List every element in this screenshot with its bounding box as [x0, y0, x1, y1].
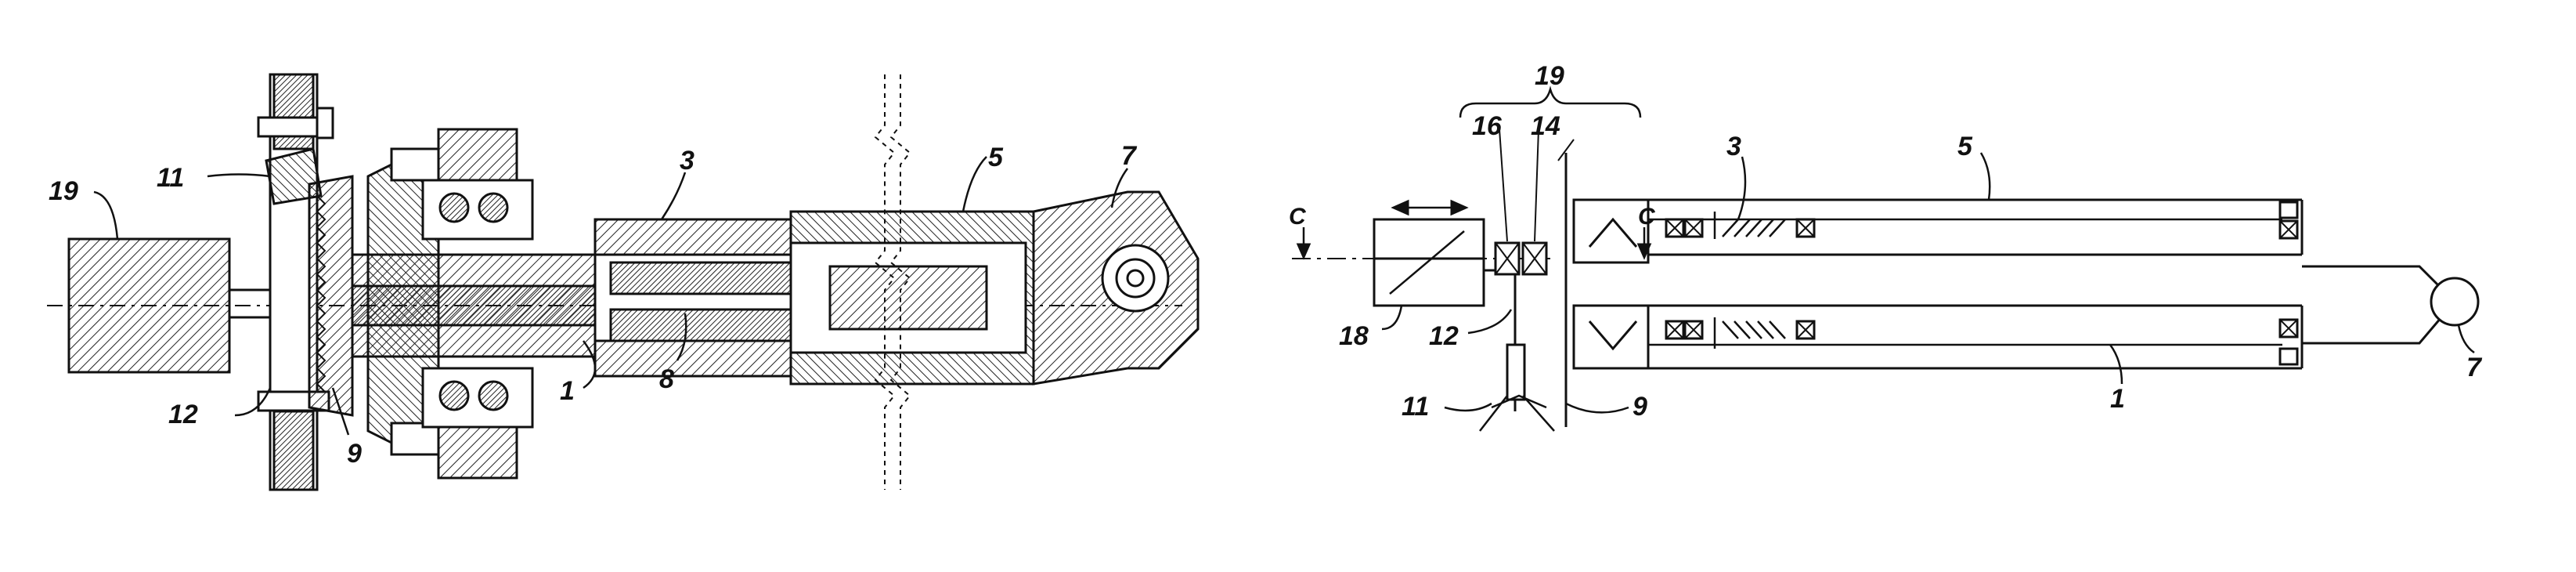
r-label-9: 9: [1633, 392, 1647, 422]
crown-gear: [309, 176, 352, 415]
r-leader-12: [1468, 310, 1511, 333]
label-8: 8: [659, 364, 674, 394]
ball-bearing-3: [440, 382, 468, 410]
c-arrowhead-left: [1298, 244, 1309, 257]
r-label-1: 1: [2110, 384, 2125, 414]
r-label-18: 18: [1339, 321, 1369, 351]
r-label-19: 19: [1535, 61, 1564, 91]
label-19: 19: [49, 176, 78, 206]
gear-11-symbol: [1480, 396, 1554, 431]
r-label-5: 5: [1957, 132, 1973, 161]
r-label-14: 14: [1531, 111, 1560, 141]
r-label-3: 3: [1726, 132, 1741, 161]
label-11: 11: [157, 163, 184, 193]
ball-bearing-4: [479, 382, 507, 410]
housing-flange-top: [391, 149, 438, 180]
r-leader-7: [2459, 325, 2474, 353]
left-figure: [47, 74, 1198, 490]
right-figure: [1292, 89, 2478, 431]
arrow-right: [1452, 201, 1466, 214]
gear-teeth-top: [274, 74, 313, 149]
label-1: 1: [560, 376, 575, 406]
r-leader-18: [1382, 306, 1402, 329]
r-leader-5: [1981, 153, 1990, 200]
top-nut: [317, 108, 333, 138]
rod-inner: [830, 266, 987, 329]
r-leader-3: [1738, 157, 1745, 219]
upper-end-bearing: [2280, 202, 2297, 218]
gear-teeth-bottom: [274, 411, 313, 490]
ball-bearing-1: [440, 194, 468, 222]
upper-screw-hatch: [1723, 219, 1785, 237]
lower-screw-hatch: [1723, 321, 1785, 338]
arrow-left: [1394, 201, 1408, 214]
screw-shaft-core: [352, 286, 611, 325]
r-leader-11: [1445, 404, 1492, 411]
nut: [611, 262, 791, 294]
leader-3: [662, 172, 685, 219]
r-label-c-left: C: [1289, 204, 1307, 230]
r-label-16: 16: [1472, 111, 1503, 141]
leader-11: [207, 175, 270, 177]
nut-lower: [611, 310, 791, 341]
label-12: 12: [168, 400, 198, 429]
r-label-11: 11: [1402, 392, 1429, 422]
leader-19: [94, 192, 117, 239]
end-eye-pin: [1127, 270, 1143, 286]
leader-14: [1535, 129, 1539, 241]
r-label-7: 7: [2466, 353, 2483, 382]
label-3: 3: [680, 146, 695, 176]
r-label-c-right: C: [1638, 204, 1656, 230]
label-9: 9: [347, 439, 362, 469]
r-leader-1: [2110, 345, 2122, 384]
r-leader-9: [1566, 404, 1629, 412]
ball-bearing-2: [479, 194, 507, 222]
leader-5: [963, 157, 987, 212]
label-7: 7: [1121, 141, 1138, 171]
bearing-cage-bottom: [438, 427, 517, 478]
leader-16: [1499, 129, 1507, 241]
upper-housing: [1574, 200, 1648, 262]
lower-housing: [1574, 306, 1648, 368]
lower-end-bearing-2: [2280, 349, 2297, 364]
label-5: 5: [988, 143, 1004, 172]
end-eye: [2431, 278, 2478, 325]
bearing-cage-top: [438, 129, 517, 180]
r-label-12: 12: [1429, 321, 1459, 351]
gear-12-block: [1507, 345, 1524, 400]
